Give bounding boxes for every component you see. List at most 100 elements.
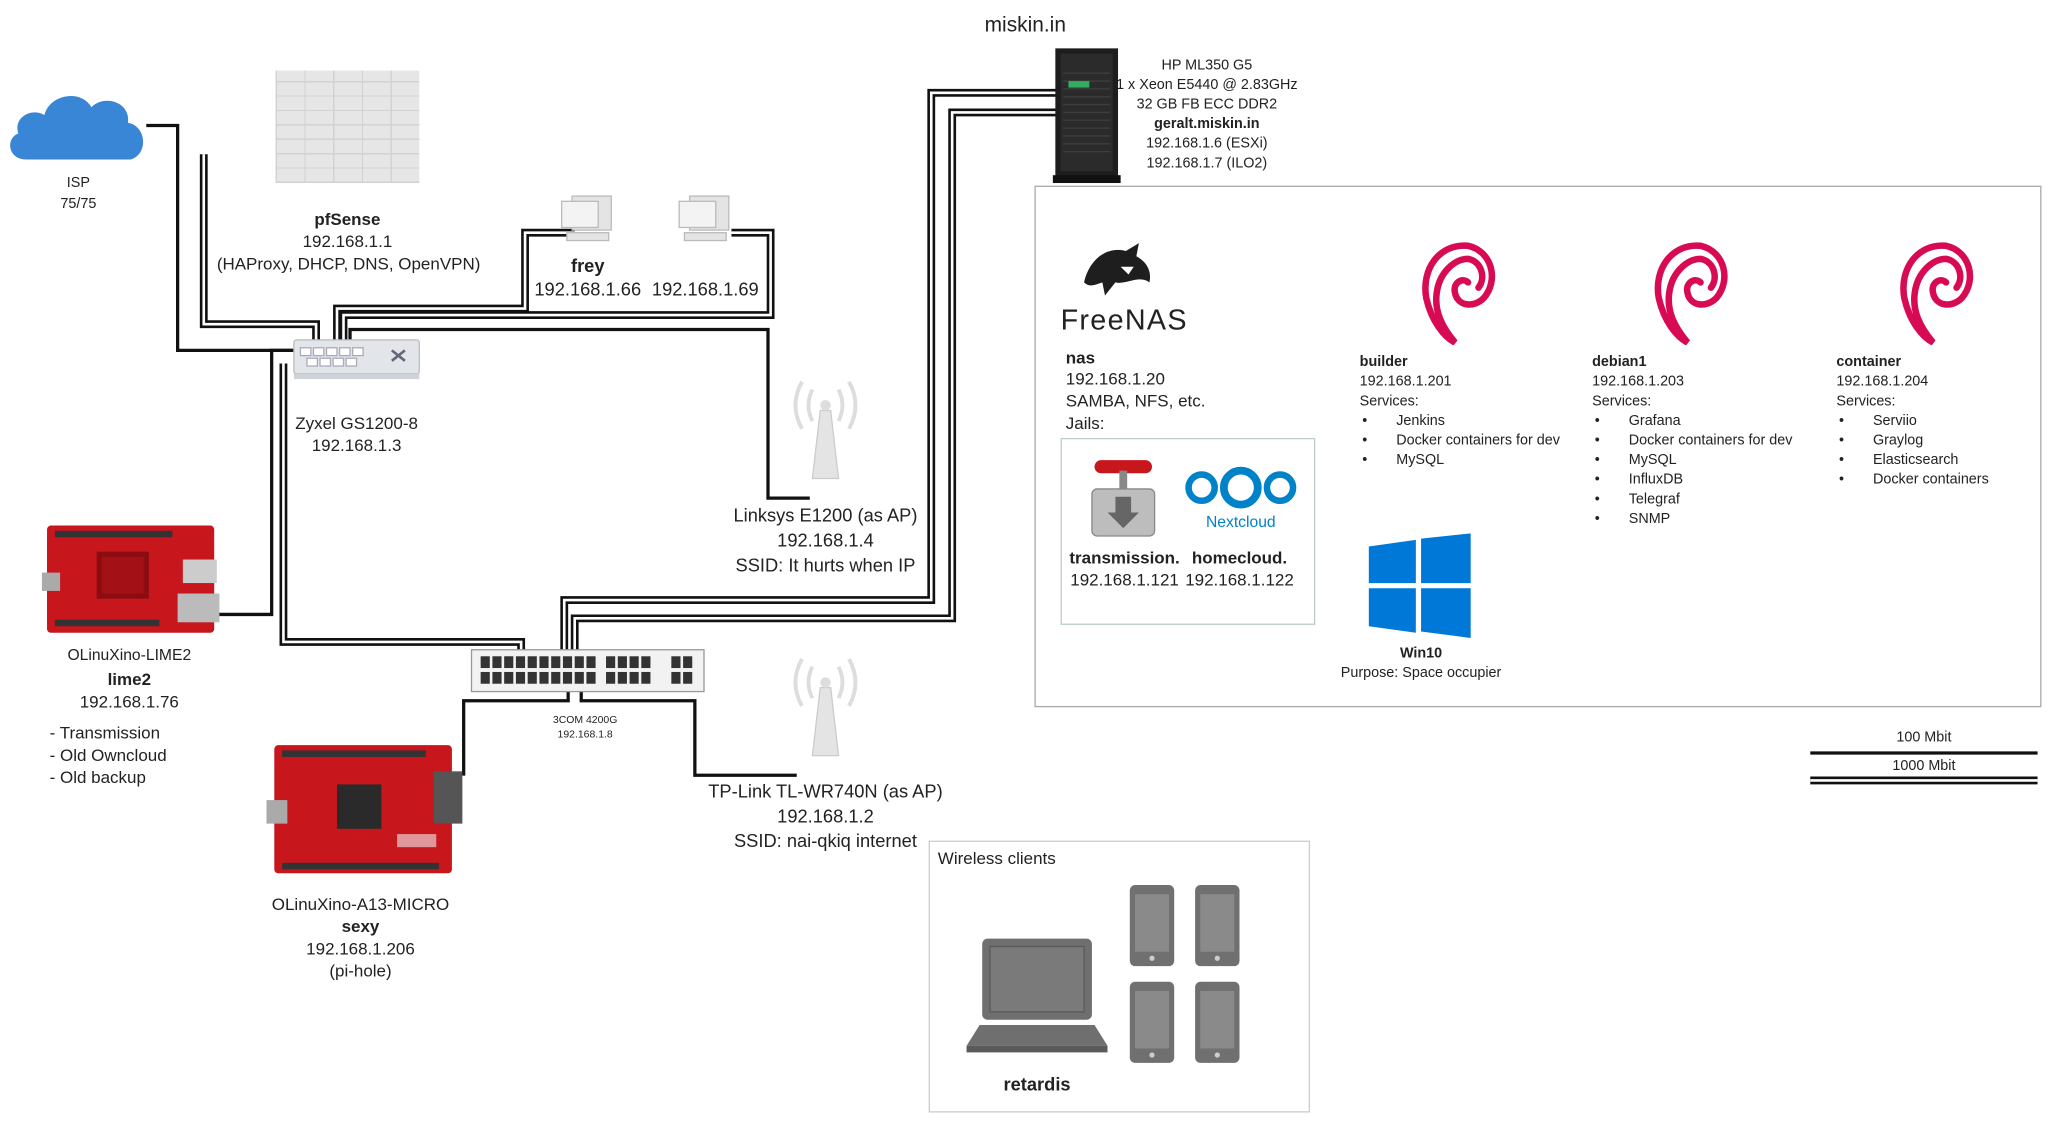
- phone-icon: [1129, 885, 1175, 967]
- server-ram: 32 GB FB ECC DDR2: [1136, 96, 1278, 113]
- server-hostname: geralt.miskin.in: [1154, 116, 1260, 133]
- jail1-ip: 192.168.1.121: [1070, 569, 1179, 590]
- zyxel-ip: 192.168.1.3: [311, 435, 402, 455]
- desktop-icon: [678, 195, 730, 242]
- vm-services-label: Services:: [1836, 393, 1896, 410]
- list-item: Elasticsearch: [1836, 451, 1988, 471]
- lime2-name: lime2: [107, 669, 152, 689]
- nextcloud-icon: [1185, 466, 1297, 509]
- laptop-name: retardis: [1003, 1073, 1071, 1095]
- tplink-name: TP-Link TL-WR740N (as AP): [708, 780, 943, 802]
- isp-label: ISP: [66, 175, 90, 191]
- pfsense-desc: (HAProxy, DHCP, DNS, OpenVPN): [216, 253, 481, 274]
- board-icon: [41, 525, 220, 633]
- list-item: InfluxDB: [1592, 471, 1792, 491]
- vm-ip: 192.168.1.201: [1359, 373, 1452, 390]
- wire-zyxel-3com: [279, 363, 526, 657]
- lime2-ip: 192.168.1.76: [79, 691, 179, 712]
- lime2-note: - Old Owncloud: [49, 745, 167, 765]
- rack-switch-icon: [470, 649, 705, 693]
- vm-services-list: Jenkins Docker containers for dev MySQL: [1360, 412, 1560, 471]
- server-domain: miskin.in: [984, 14, 1066, 37]
- list-item: Telegraf: [1592, 490, 1792, 510]
- frey-name: frey: [570, 254, 605, 276]
- list-item: MySQL: [1360, 451, 1560, 471]
- windows-logo-icon: [1368, 533, 1471, 638]
- server-model: HP ML350 G5: [1161, 57, 1253, 74]
- wireless-clients-title: Wireless clients: [937, 848, 1056, 869]
- transmission-icon: [1091, 460, 1156, 537]
- server-ip-ilo: 192.168.1.7 (ILO2): [1146, 155, 1268, 172]
- cloud-icon: [10, 96, 144, 160]
- firewall-icon: [275, 70, 420, 184]
- win10-name: Win10: [1399, 645, 1443, 662]
- list-item: SNMP: [1592, 510, 1792, 530]
- wire-lime2-zyxel: [215, 348, 298, 617]
- freenas-logo: FreeNAS: [1060, 303, 1188, 336]
- debian-swirl-icon: [1422, 242, 1496, 346]
- server-ip-esxi: 192.168.1.6 (ESXi): [1146, 135, 1268, 152]
- jail2-ip: 192.168.1.122: [1185, 569, 1294, 590]
- list-item: Docker containers for dev: [1360, 431, 1560, 451]
- 3com-name: 3COM 4200G: [552, 713, 618, 726]
- server-cpu: 1 x Xeon E5440 @ 2.83GHz: [1116, 77, 1298, 93]
- linksys-ssid: SSID: It hurts when IP: [735, 554, 916, 576]
- linksys-name: Linksys E1200 (as AP): [733, 504, 918, 526]
- lime2-note: - Old backup: [49, 767, 146, 788]
- a13-ip: 192.168.1.206: [306, 938, 415, 959]
- freenas-shark-icon: [1084, 243, 1151, 296]
- phone-icon: [1195, 981, 1240, 1063]
- vm-container: container 192.168.1.204 Services: Servii…: [1836, 353, 1988, 490]
- isp-speed: 75/75: [60, 196, 97, 212]
- pfsense-name: pfSense: [314, 209, 381, 229]
- phone-icon: [1129, 981, 1175, 1063]
- lime2-model: OLinuXino-LIME2: [67, 645, 192, 665]
- list-item: Docker containers: [1836, 471, 1989, 491]
- nas-name: nas: [1065, 347, 1096, 368]
- a13-model: OLinuXino-A13-MICRO: [271, 894, 450, 914]
- laptop-icon: [966, 938, 1108, 1053]
- vm-services-label: Services:: [1359, 393, 1419, 410]
- legend-double-label: 1000 Mbit: [1892, 758, 1956, 774]
- switch-icon: [293, 339, 420, 380]
- a13-note: (pi-hole): [329, 960, 392, 981]
- debian-swirl-icon: [1900, 242, 1974, 346]
- zyxel-name: Zyxel GS1200-8: [295, 413, 418, 433]
- board-icon: [266, 745, 463, 874]
- vm-debian1: debian1 192.168.1.203 Services: Grafana …: [1592, 353, 1792, 529]
- wire-linksys-zyxel: [348, 327, 810, 500]
- list-item: Docker containers for dev: [1592, 431, 1793, 451]
- desktop-icon: [560, 195, 612, 242]
- vm-name: builder: [1359, 354, 1408, 370]
- jail2-name: homecloud.: [1191, 547, 1288, 568]
- 3com-ip: 192.168.1.8: [557, 728, 613, 740]
- phone-icon: [1195, 885, 1240, 967]
- vm-name: debian1: [1592, 354, 1647, 370]
- list-item: Jenkins: [1360, 412, 1560, 432]
- win10-purpose: Purpose: Space occupier: [1340, 665, 1502, 682]
- vm-ip: 192.168.1.203: [1592, 373, 1685, 390]
- wire-isp-zyxel: [146, 123, 298, 352]
- vm-ip: 192.168.1.204: [1836, 373, 1929, 390]
- vm-name: container: [1836, 354, 1902, 370]
- vm-services-list: Serviio Graylog Elasticsearch Docker con…: [1836, 412, 1989, 491]
- vm-services-list: Grafana Docker containers for dev MySQL …: [1592, 412, 1793, 530]
- access-point-icon: [793, 657, 858, 757]
- linksys-ip: 192.168.1.4: [777, 529, 874, 551]
- tplink-ssid: SSID: nai-qkiq internet: [733, 830, 917, 852]
- pc-ip: 192.168.1.69: [651, 278, 759, 300]
- server-icon: [1052, 48, 1121, 184]
- access-point-icon: [793, 380, 858, 480]
- nas-ip: 192.168.1.20: [1065, 368, 1165, 389]
- lime2-note: - Transmission: [49, 722, 161, 743]
- pfsense-ip: 192.168.1.1: [302, 231, 393, 252]
- vm-builder: builder 192.168.1.201 Services: Jenkins …: [1359, 353, 1560, 471]
- tplink-ip: 192.168.1.2: [777, 805, 874, 827]
- list-item: Grafana: [1592, 412, 1792, 432]
- debian-swirl-icon: [1654, 242, 1728, 346]
- nas-services: SAMBA, NFS, etc.: [1065, 390, 1206, 411]
- nextcloud-logo: Nextcloud: [1205, 512, 1276, 531]
- frey-ip: 192.168.1.66: [534, 278, 642, 300]
